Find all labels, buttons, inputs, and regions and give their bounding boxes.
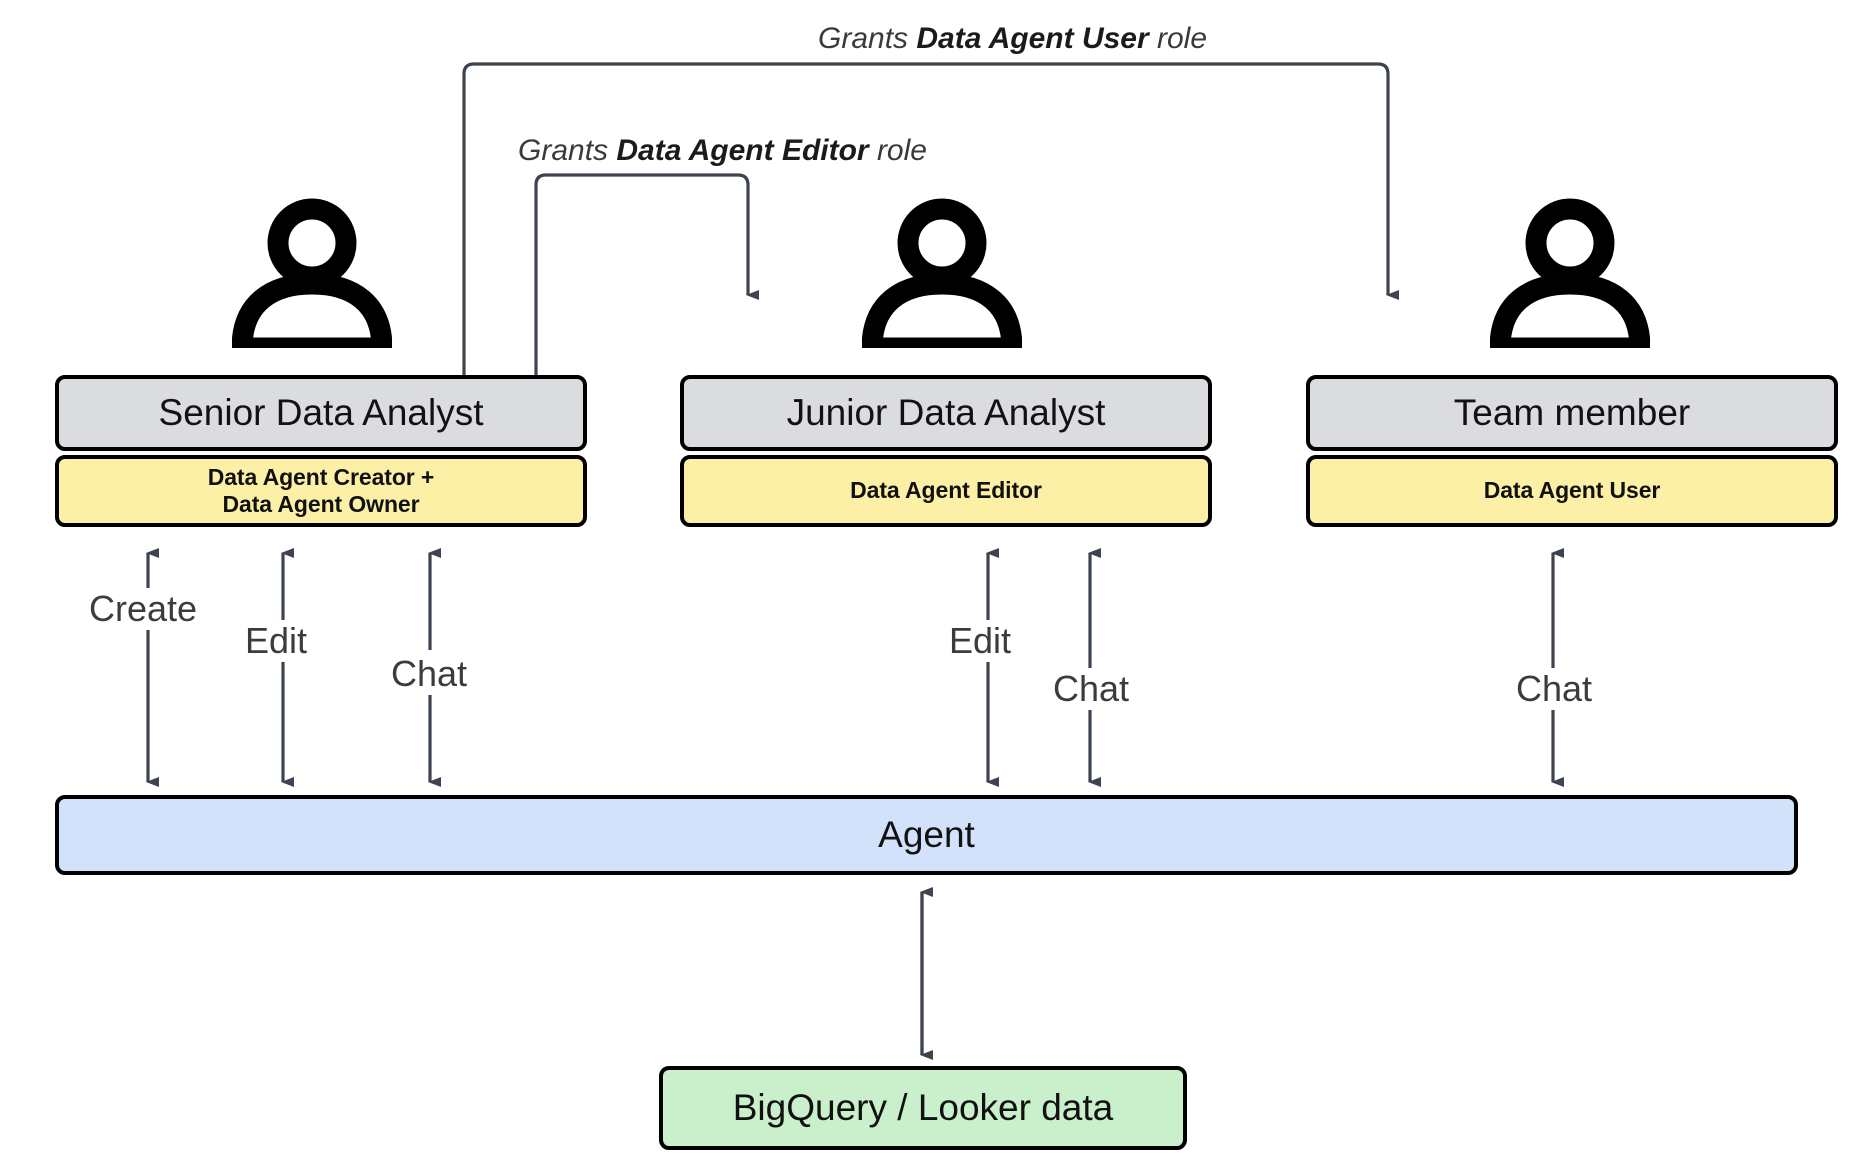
edge-label-senior-chat: Chat — [386, 653, 473, 695]
edge-label-team-chat-text: Chat — [1516, 668, 1593, 709]
edge-label-team-chat: Chat — [1511, 668, 1598, 710]
grant-user-suffix: role — [1148, 22, 1208, 55]
persona-role-senior[interactable]: Data Agent Creator + Data Agent Owner — [55, 455, 587, 527]
persona-role-junior-line1: Data Agent Editor — [850, 477, 1042, 504]
grant-label-data-agent-user: Grants Data Agent User role — [818, 22, 1207, 56]
grant-editor-suffix: role — [868, 134, 927, 167]
persona-title-team-label: Team member — [1453, 392, 1691, 434]
datasource-node[interactable]: BigQuery / Looker data — [659, 1066, 1187, 1150]
agent-label: Agent — [878, 814, 975, 856]
grant-editor-role: Data Agent Editor — [616, 134, 869, 167]
person-icon-team — [1490, 198, 1650, 348]
grant-label-data-agent-editor: Grants Data Agent Editor role — [518, 134, 927, 168]
persona-title-senior-label: Senior Data Analyst — [158, 392, 484, 434]
edge-label-senior-edit-text: Edit — [245, 620, 308, 661]
edge-label-senior-edit: Edit — [240, 620, 313, 662]
persona-role-junior[interactable]: Data Agent Editor — [680, 455, 1212, 527]
edge-label-senior-create: Create — [84, 588, 203, 630]
person-icon-junior — [862, 198, 1022, 348]
datasource-label: BigQuery / Looker data — [732, 1087, 1114, 1129]
persona-title-junior[interactable]: Junior Data Analyst — [680, 375, 1212, 451]
person-icon-senior — [232, 198, 392, 348]
persona-title-junior-label: Junior Data Analyst — [786, 392, 1106, 434]
edge-label-junior-edit: Edit — [944, 620, 1017, 662]
edge-label-senior-create-text: Create — [89, 588, 198, 629]
persona-title-team[interactable]: Team member — [1306, 375, 1838, 451]
persona-role-team-line1: Data Agent User — [1483, 477, 1661, 504]
edge-label-junior-chat: Chat — [1048, 668, 1135, 710]
persona-role-team[interactable]: Data Agent User — [1306, 455, 1838, 527]
edge-label-junior-chat-text: Chat — [1053, 668, 1130, 709]
grant-editor-prefix: Grants — [518, 134, 617, 167]
grant-user-prefix: Grants — [818, 22, 917, 55]
persona-role-senior-line2: Data Agent Owner — [222, 491, 420, 517]
grant-user-role: Data Agent User — [916, 22, 1149, 55]
edge-label-senior-chat-text: Chat — [391, 653, 468, 694]
edge-label-junior-edit-text: Edit — [949, 620, 1012, 661]
persona-title-senior[interactable]: Senior Data Analyst — [55, 375, 587, 451]
agent-node[interactable]: Agent — [55, 795, 1798, 875]
persona-role-senior-line1: Data Agent Creator + — [207, 463, 435, 490]
